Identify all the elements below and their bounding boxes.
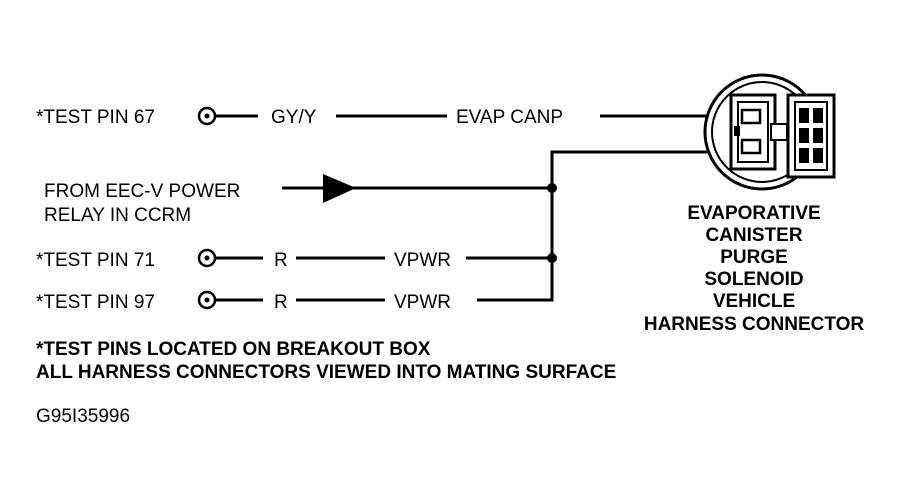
pin-67-wire-color: GY/Y (271, 107, 317, 128)
test-pin-71-terminal-center (204, 255, 210, 261)
power-source-line1: FROM EEC-V POWER (44, 181, 240, 202)
connector-label-line6: HARNESS CONNECTOR (644, 314, 865, 335)
test-pin-67-label: *TEST PIN 67 (36, 107, 155, 128)
connector-label-line4: SOLENOID (704, 269, 803, 290)
vpwr-bus-wire (477, 150, 742, 302)
harness-connector-icon (703, 73, 836, 191)
figure-id: G95I35996 (36, 406, 130, 427)
connector-label-line1: EVAPORATIVE (687, 203, 820, 224)
splice-dot-1 (547, 183, 557, 193)
pin-97-circuit: VPWR (394, 292, 451, 313)
pin-67-circuit: EVAP CANP (456, 107, 563, 128)
test-pin-97-terminal-center (204, 297, 210, 303)
note-mating-surface: ALL HARNESS CONNECTORS VIEWED INTO MATIN… (36, 362, 616, 383)
splice-dot-2 (547, 253, 557, 263)
note-test-pins: *TEST PINS LOCATED ON BREAKOUT BOX (36, 339, 431, 360)
connector-label-line3: PURGE (720, 247, 788, 268)
test-pin-97-label: *TEST PIN 97 (36, 292, 155, 313)
connector-label-line5: VEHICLE (713, 291, 795, 312)
connector-label-line2: CANISTER (705, 225, 802, 246)
pin-71-wire-color: R (274, 250, 288, 271)
test-pin-67-terminal-center (204, 113, 210, 119)
power-flow-arrow-icon (323, 174, 356, 203)
power-source-line2: RELAY IN CCRM (44, 205, 191, 226)
test-pin-71-label: *TEST PIN 71 (36, 250, 155, 271)
pin-71-circuit: VPWR (394, 250, 451, 271)
pin-97-wire-color: R (274, 292, 288, 313)
